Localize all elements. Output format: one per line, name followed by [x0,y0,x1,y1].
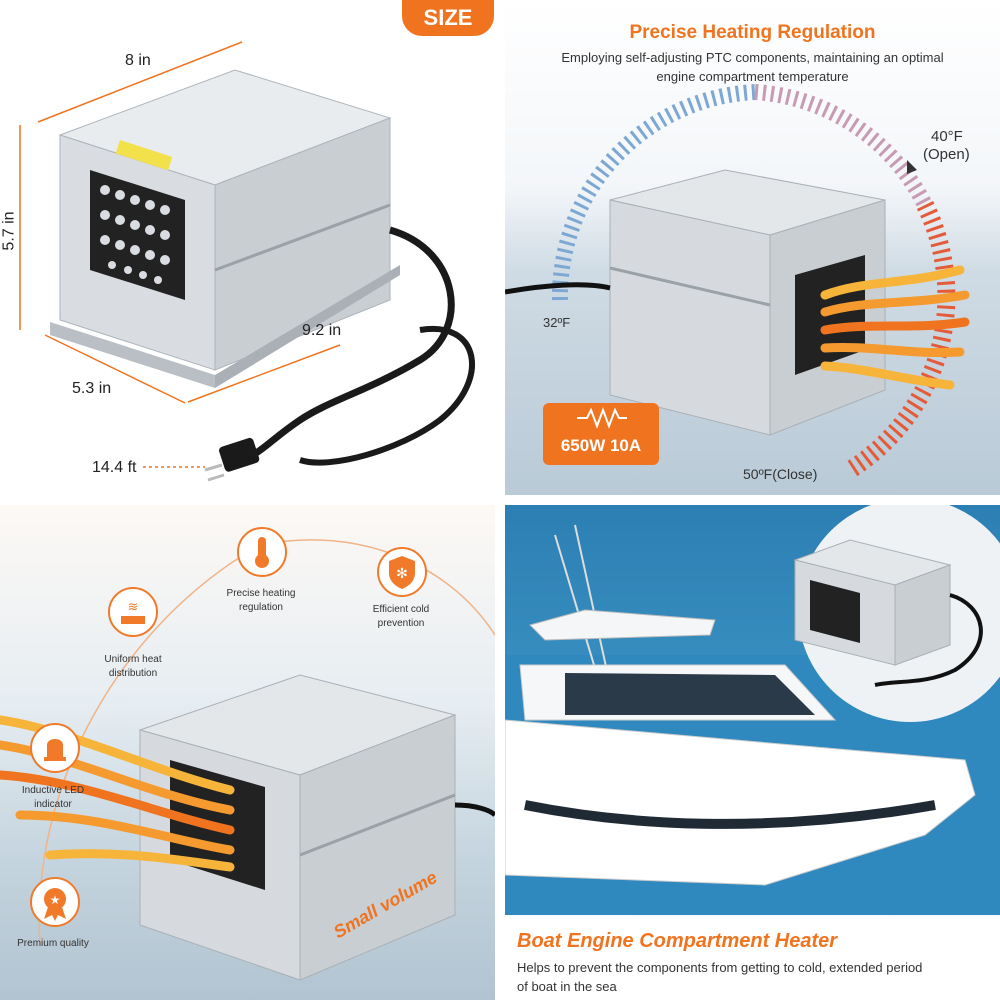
svg-text:★: ★ [50,893,61,907]
feature-label-1b: regulation [239,602,283,613]
height-label: 5.7 in [0,211,18,251]
feature-label-1a: Precise heating [226,588,296,599]
feature-label-5a: Premium quality [17,938,89,949]
feature-label-3a: Uniform heat [104,654,162,665]
feature-label-4b: indicator [34,799,72,810]
temperature-dial [505,84,970,478]
led-indicator-icon [30,723,80,773]
features-panel: Precise heating regulation ✻ Efficient c… [0,505,495,1000]
shield-snowflake-icon: ✻ [377,547,427,597]
feature-label-3b: distribution [108,668,158,679]
width-label: 8 in [125,52,151,69]
regulation-desc-1: Employing self-adjusting PTC components,… [561,50,944,65]
features-illustration [0,539,495,981]
boat-desc-1: Helps to prevent the components from get… [517,960,923,975]
regulation-panel: Precise Heating Regulation Employing sel… [505,0,1000,495]
front-width-label: 5.3 in [72,380,112,397]
svg-text:✻: ✻ [396,565,408,581]
boat-illustration [505,505,1000,915]
thermometer-icon [237,527,287,577]
feature-label-2a: Efficient cold [372,604,430,615]
feature-label-4a: Inductive LED [21,785,85,796]
boat-title: Boat Engine Compartment Heater [517,930,838,952]
resistor-icon [577,407,627,429]
cord-length-label: 14.4 ft [92,459,137,476]
regulation-desc-2: engine compartment temperature [656,69,849,84]
open-temp-label: 40°F [931,128,963,145]
close-temp-label: 50ºF(Close) [743,466,818,482]
open-label: (Open) [923,146,970,163]
regulation-title: Precise Heating Regulation [629,22,876,43]
power-badge: 650W 10A [543,403,659,465]
depth-label: 9.2 in [302,322,342,339]
size-badge: SIZE [402,0,494,36]
svg-text:≋: ≋ [128,599,139,614]
power-badge-text: 650W 10A [560,436,642,455]
size-panel: SIZE 8 in 5.7 in 9.2 in 5.3 in 14.4 ft [0,0,495,495]
low-temp-label: 32ºF [543,315,571,330]
heater-size-illustration [19,41,475,482]
boat-panel: Boat Engine Compartment Heater Helps to … [505,505,1000,1000]
feature-label-2b: prevention [377,618,425,629]
heat-distribution-icon: ≋ [108,587,158,637]
quality-badge-icon: ★ [30,877,80,927]
boat-desc-2: of boat in the sea [517,979,617,994]
